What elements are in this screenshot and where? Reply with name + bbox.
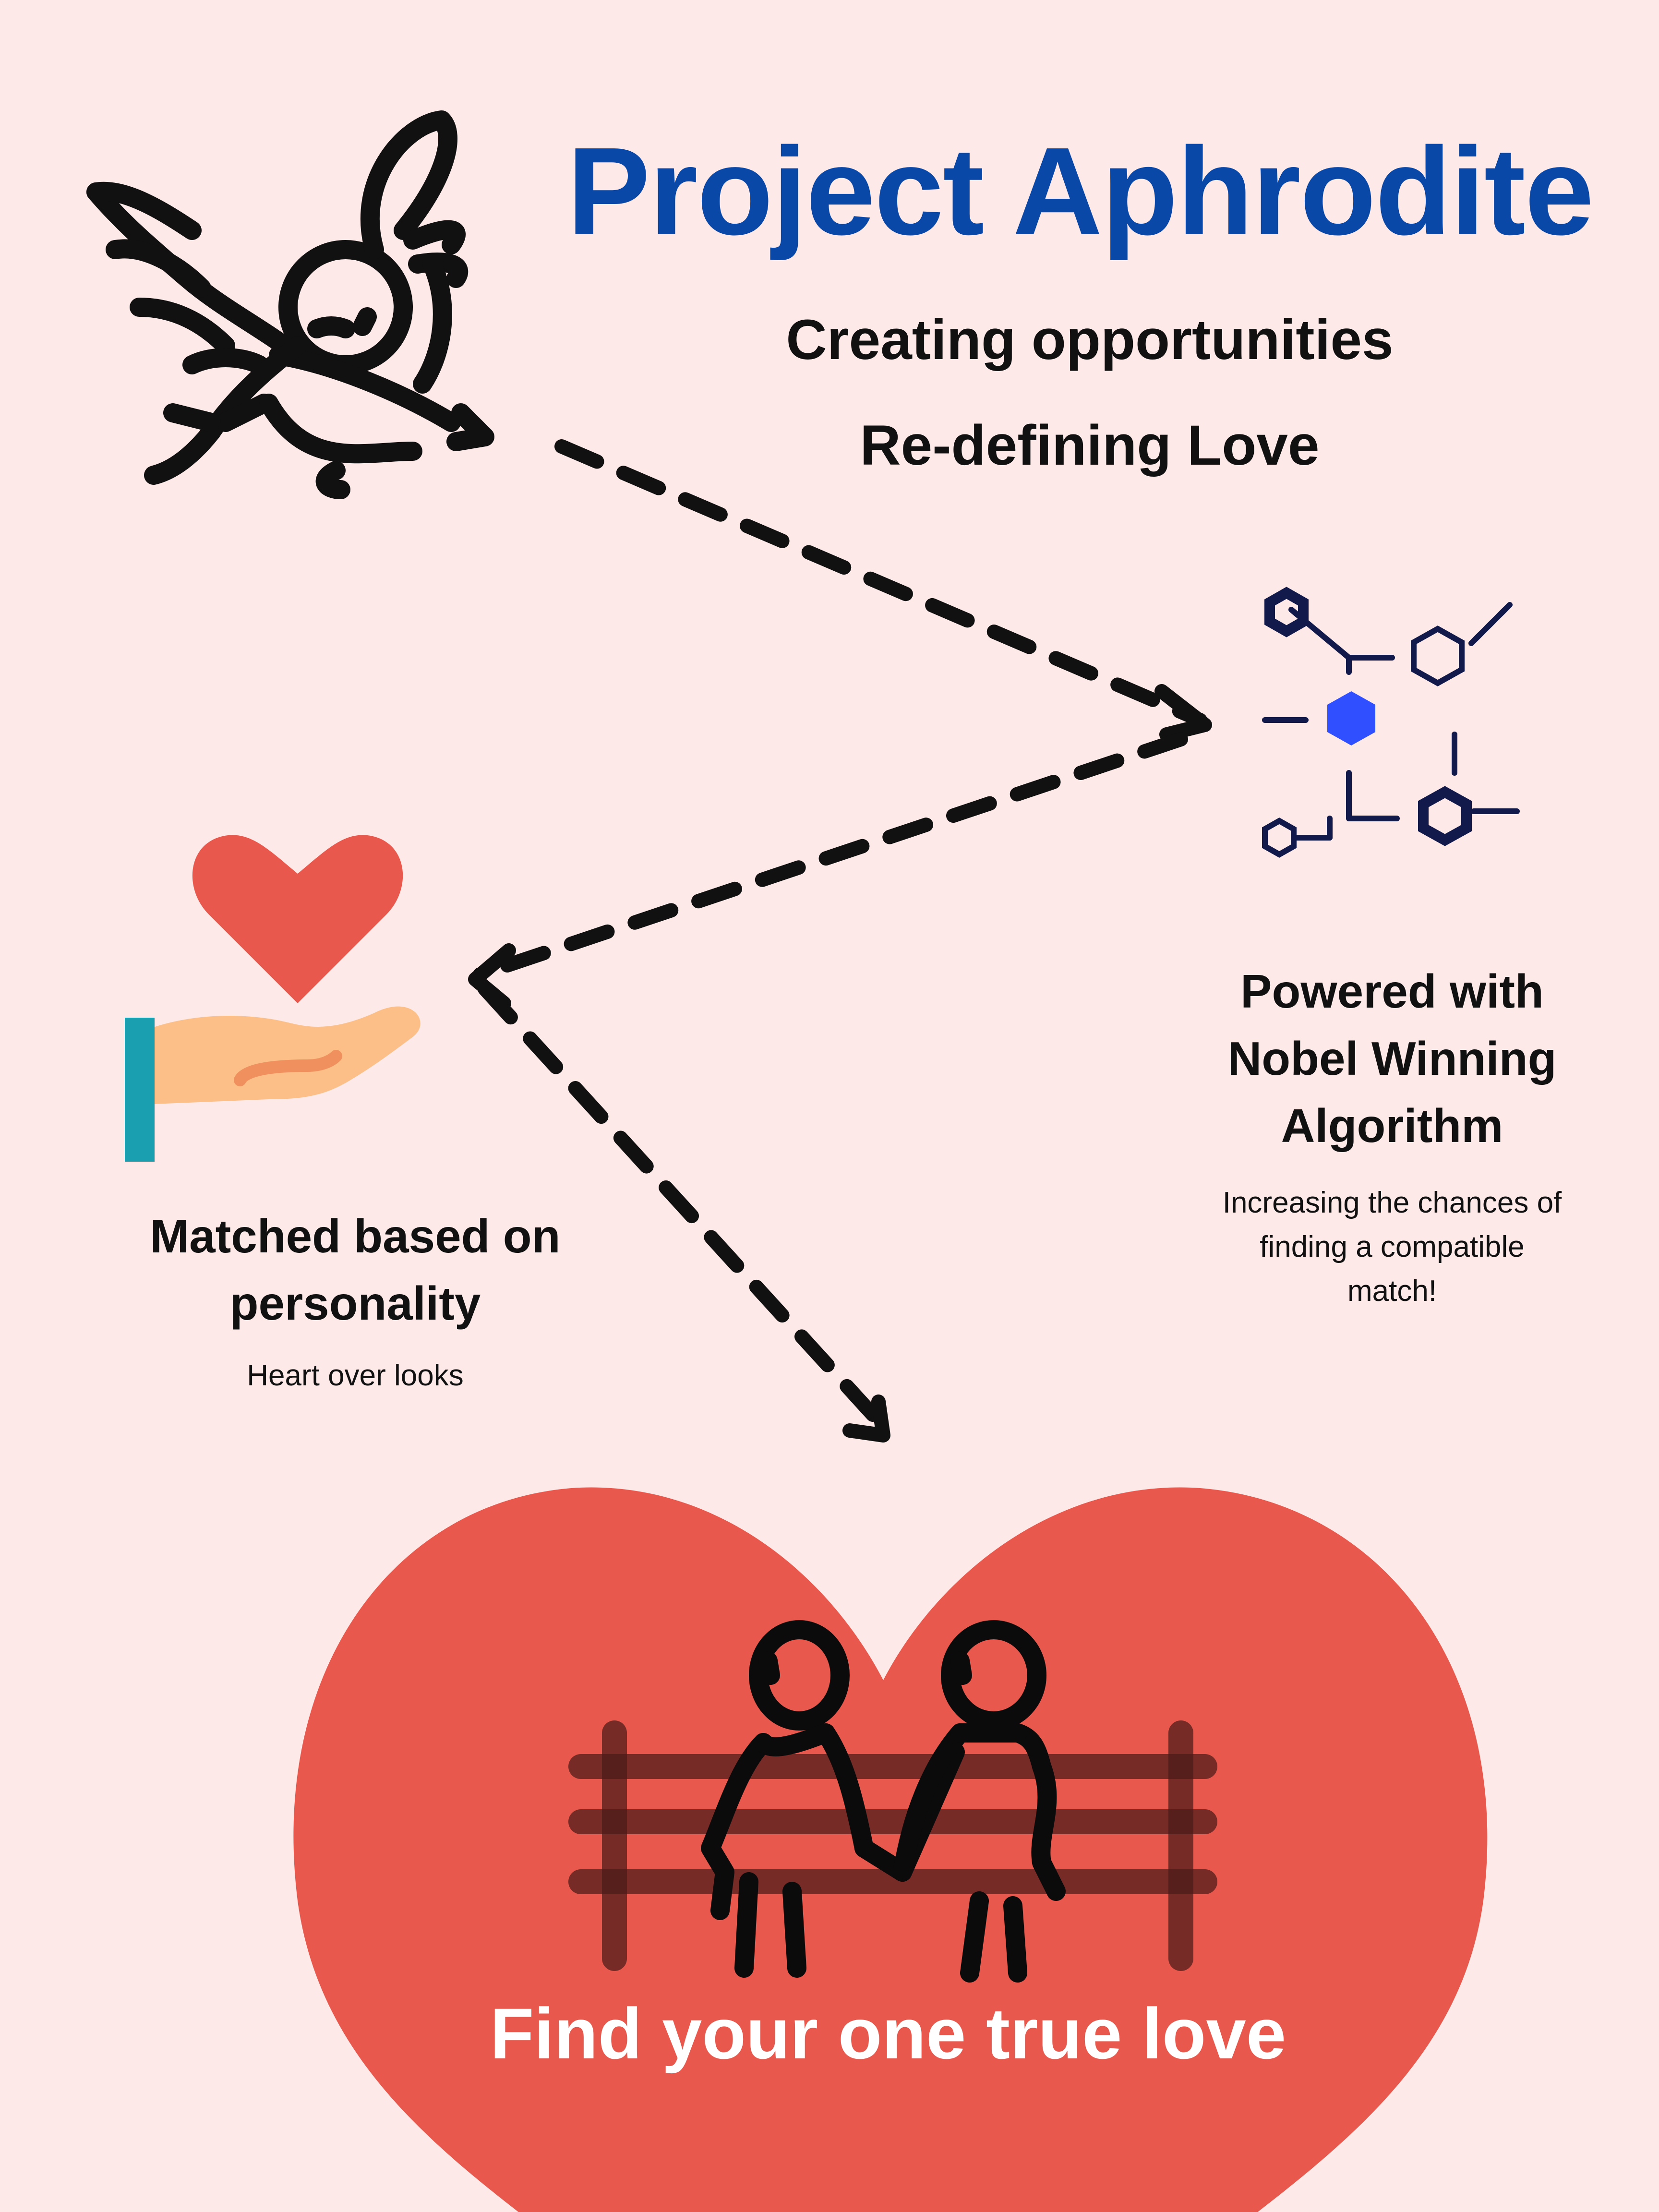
tagline-redefining-love: Re-defining Love <box>860 414 1320 477</box>
heart-in-hand-icon <box>125 835 421 1162</box>
couple-on-bench-icon <box>568 1620 1217 1983</box>
page-title: Project Aphrodite <box>567 122 1594 261</box>
algorithm-heading-line-2: Nobel Winning <box>1227 1032 1557 1085</box>
call-to-action: Find your one true love <box>490 1993 1286 2074</box>
algorithm-description-line-2: finding a compatible <box>1260 1230 1525 1263</box>
small-heart-icon <box>192 835 403 1003</box>
matching-heading-line-2: personality <box>229 1277 481 1330</box>
matching-heading-line-1: Matched based on <box>150 1210 561 1262</box>
algorithm-heading-line-3: Algorithm <box>1281 1099 1503 1152</box>
matching-description: Heart over looks <box>247 1359 464 1392</box>
algorithm-heading: Powered with Nobel Winning Algorithm <box>1152 958 1632 1159</box>
molecule-icon <box>1262 587 1520 858</box>
cupid-icon <box>86 110 494 499</box>
algorithm-heading-line-1: Powered with <box>1240 965 1544 1018</box>
algorithm-description: Increasing the chances of finding a comp… <box>1176 1181 1608 1313</box>
algorithm-description-line-3: match! <box>1347 1274 1437 1308</box>
algorithm-description-line-1: Increasing the chances of <box>1222 1186 1562 1219</box>
tagline-creating-opportunities: Creating opportunities <box>786 308 1394 372</box>
matching-heading: Matched based on personality <box>96 1202 614 1337</box>
